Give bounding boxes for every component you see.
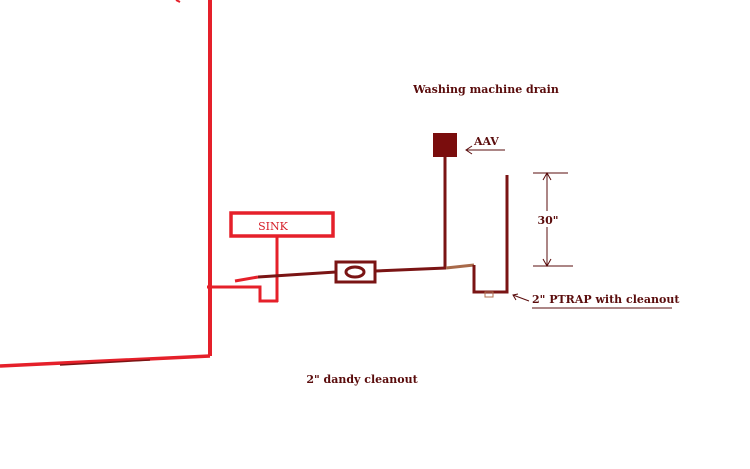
main-drain-line (257, 270, 337, 279)
red-top-mark (175, 0, 181, 3)
dimension-label: 30" (537, 214, 558, 227)
sink-trap (207, 285, 278, 303)
dandy-cleanout-plug (344, 265, 366, 279)
ptrap-label: 2" PTRAP with cleanout (532, 293, 680, 306)
red-floor-line (0, 354, 211, 368)
main-drain-line-2 (374, 266, 447, 273)
washing-machine-drain-label: Washing machine drain (412, 83, 559, 96)
aav-arrow (465, 145, 505, 155)
aav-label: AAV (473, 135, 499, 148)
floor-line-shadow (59, 359, 151, 366)
sink-box (229, 211, 335, 238)
sink-label: SINK (258, 220, 289, 233)
trap-arm-segment (445, 263, 475, 270)
ptrap-cleanout (484, 291, 494, 298)
sink-trap-arm (234, 275, 259, 283)
dimension-arrowheads (542, 171, 552, 268)
aav-box (433, 133, 457, 157)
dimension-label-bg (537, 211, 559, 227)
dandy-cleanout-box (334, 260, 377, 284)
ptrap (472, 175, 509, 294)
ptrap-arrow (512, 293, 530, 302)
dandy-cleanout-label: 2" dandy cleanout (306, 373, 418, 386)
